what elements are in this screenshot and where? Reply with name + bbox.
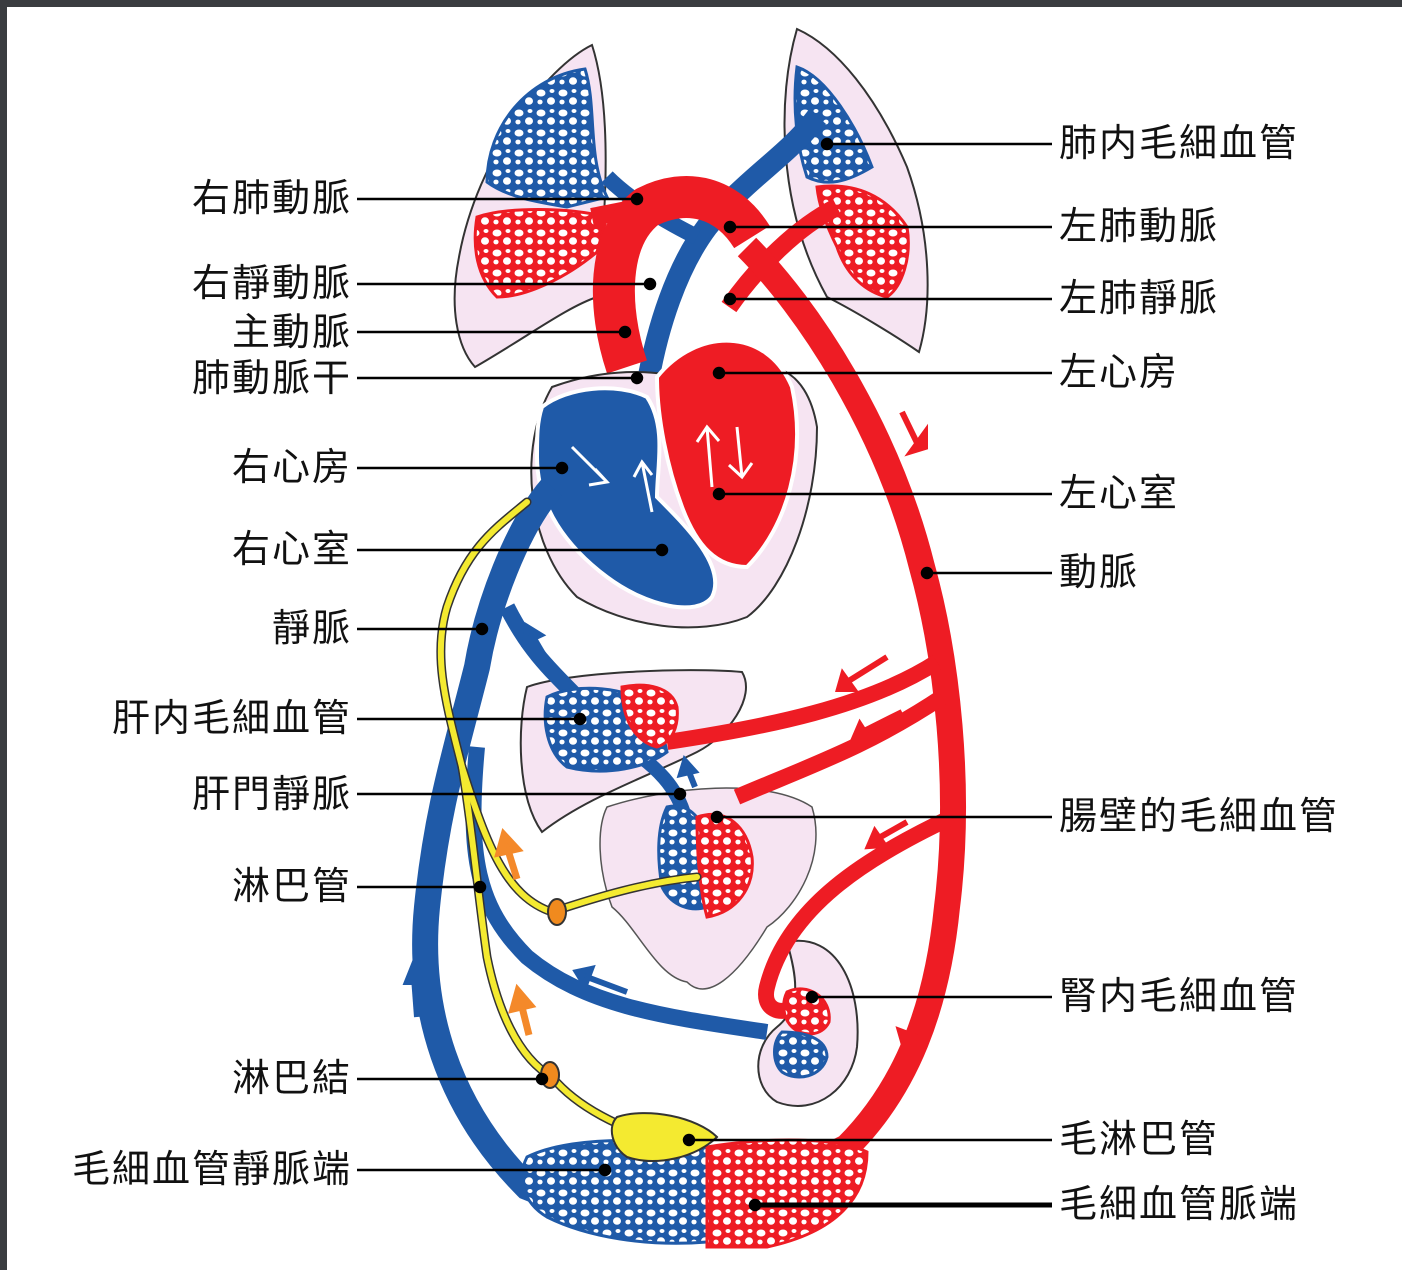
label-right-pulmonary-artery: 右肺動脈 [107, 175, 352, 221]
label-lymph-capillary: 毛淋巴管 [1059, 1116, 1219, 1162]
lymph-node-upper [548, 899, 566, 925]
label-liver-capillaries: 肝内毛細血管 [27, 695, 352, 741]
right-lung-capillaries-venous [487, 69, 607, 207]
label-intestinal-capillaries: 腸壁的毛細血管 [1059, 793, 1339, 839]
label-lymph-node: 淋巴結 [107, 1055, 352, 1101]
label-hepatic-portal-vein: 肝門靜脈 [107, 771, 352, 817]
label-right-pulmonary-vein: 右靜動脈 [107, 260, 352, 306]
label-left-ventricle: 左心室 [1059, 470, 1179, 516]
label-artery: 動脈 [1059, 549, 1139, 595]
label-left-pulmonary-artery: 左肺動脈 [1059, 203, 1219, 249]
label-capillary-arterial-end: 毛細血管脈端 [1059, 1181, 1299, 1227]
label-vein: 靜脈 [107, 605, 352, 651]
label-lymph-vessel: 淋巴管 [107, 863, 352, 909]
label-left-pulmonary-vein: 左肺靜脈 [1059, 275, 1219, 321]
label-left-atrium: 左心房 [1059, 349, 1179, 395]
label-right-ventricle: 右心室 [107, 526, 352, 572]
tissue-capillaries-arterial [707, 1140, 867, 1247]
diagram-canvas: 右肺動脈 右靜動脈 主動脈 肺動脈干 右心房 右心室 靜脈 肝内毛細血管 肝門靜… [7, 7, 1402, 1270]
label-lung-capillaries: 肺内毛細血管 [1059, 120, 1299, 166]
label-pulmonary-trunk: 肺動脈干 [107, 355, 352, 401]
label-capillary-venous-end: 毛細血管靜脈端 [7, 1146, 352, 1192]
label-aorta: 主動脈 [107, 309, 352, 355]
label-kidney-capillaries: 腎内毛細血管 [1059, 973, 1299, 1019]
label-right-atrium: 右心房 [107, 444, 352, 490]
